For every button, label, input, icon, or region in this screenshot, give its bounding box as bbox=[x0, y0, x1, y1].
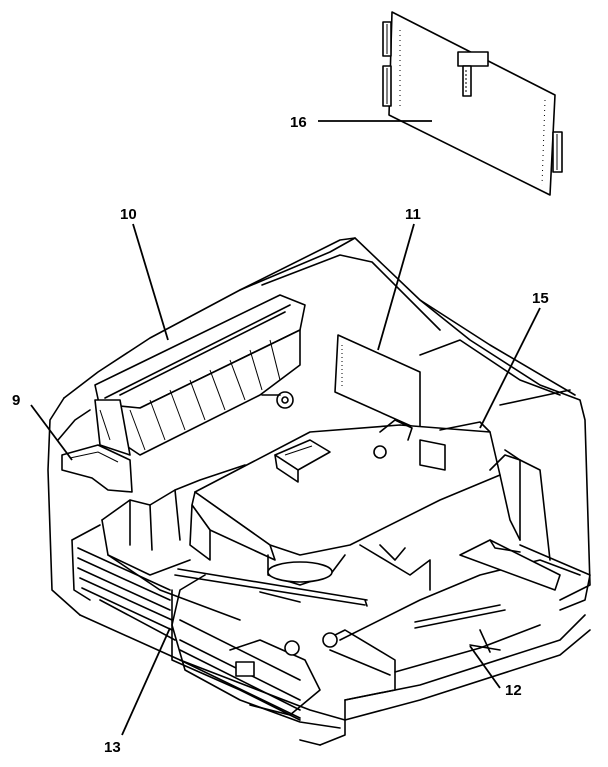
leader-13 bbox=[121, 627, 171, 736]
callout-15: 15 bbox=[532, 290, 549, 307]
callout-labels: 16 10 11 15 9 12 13 bbox=[12, 114, 549, 756]
leader-15 bbox=[479, 307, 541, 429]
part-12-tray-guide bbox=[229, 539, 561, 716]
part-16-circuit-board bbox=[382, 11, 563, 196]
inner-frame bbox=[101, 464, 431, 621]
leader-9 bbox=[30, 404, 73, 461]
callout-16: 16 bbox=[290, 114, 307, 131]
transfer-rails bbox=[174, 568, 368, 607]
part-9-bracket bbox=[61, 399, 133, 493]
leader-11 bbox=[377, 223, 415, 351]
callout-10: 10 bbox=[120, 206, 137, 223]
part-10-fuser-assembly bbox=[94, 294, 306, 456]
leader-12 bbox=[469, 645, 501, 689]
callout-12: 12 bbox=[505, 682, 522, 699]
leader-lines bbox=[30, 120, 541, 736]
leader-10 bbox=[132, 223, 169, 341]
callout-11: 11 bbox=[405, 206, 421, 223]
callout-13: 13 bbox=[104, 739, 121, 756]
part-13-front-cover bbox=[71, 524, 341, 729]
part-15-scanner-unit bbox=[189, 419, 521, 586]
callout-9: 9 bbox=[12, 392, 20, 409]
